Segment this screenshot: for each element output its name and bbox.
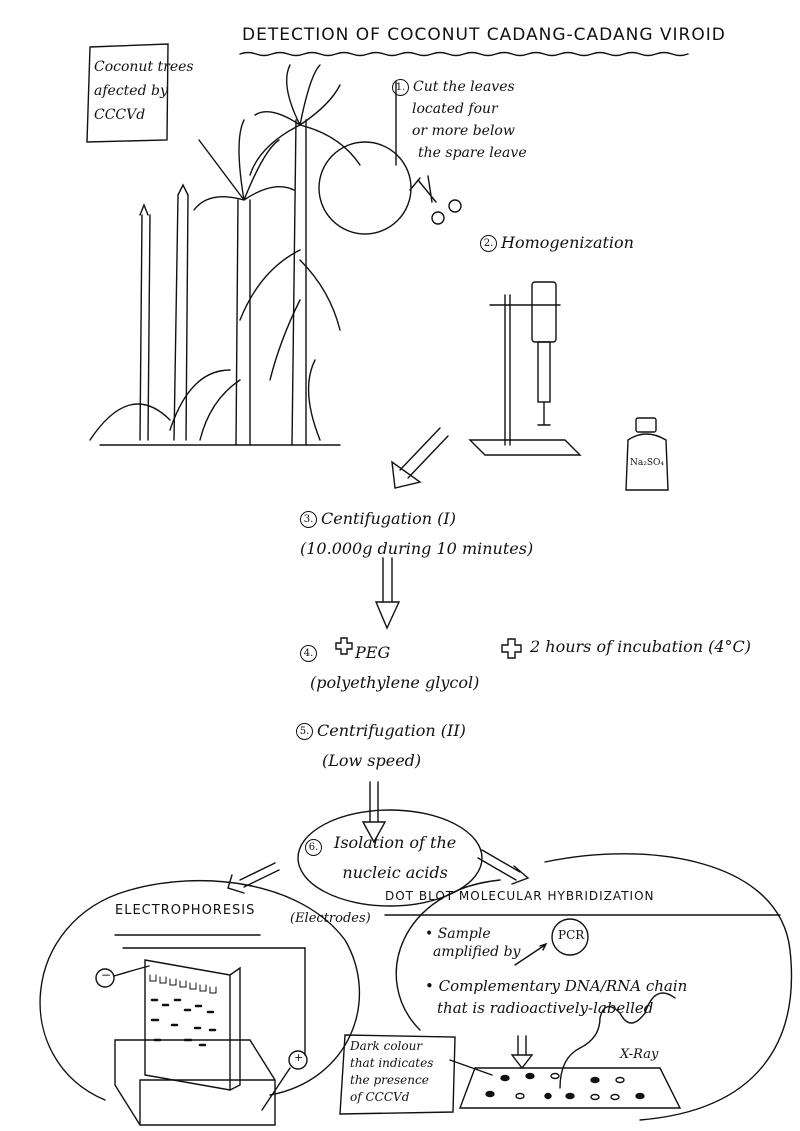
arrow-to-dot-blot bbox=[477, 849, 530, 885]
step4-incubation: 2 hours of incubation (4°C) bbox=[530, 637, 752, 656]
electrodes-label: (Electrodes) bbox=[290, 911, 371, 926]
step6-text: Isolation of the nucleic acids bbox=[334, 828, 456, 888]
step6-number: 6. bbox=[305, 838, 326, 856]
step2-text: 2.Homogenization bbox=[480, 233, 634, 252]
diagram-title: DETECTION OF COCONUT CADANG-CADANG VIROI… bbox=[242, 25, 726, 45]
step-number: 5. bbox=[296, 723, 313, 740]
trees-label: Coconut trees afected by CCCVd bbox=[94, 55, 194, 127]
step-number: 2. bbox=[480, 235, 497, 252]
dark-colour-note: Dark colour that indicates the presence … bbox=[350, 1038, 433, 1106]
scissors-icon bbox=[409, 175, 437, 203]
bullet-text: that is radioactively-labelled bbox=[437, 999, 654, 1017]
trees-label-line: CCCVd bbox=[94, 107, 146, 123]
step4-peg: PEG bbox=[355, 643, 391, 662]
minus-electrode-circle bbox=[95, 968, 115, 988]
step6-line: nucleic acids bbox=[342, 863, 448, 882]
trees-label-line: Coconut trees bbox=[94, 59, 194, 75]
pcr-circle bbox=[551, 918, 589, 956]
electrophoresis-title: ELECTROPHORESIS bbox=[115, 903, 256, 918]
dot-blot-bullet2: • Complementary DNA/RNA chain that is ra… bbox=[425, 977, 688, 1017]
coconut-trees-illustration bbox=[89, 64, 361, 446]
isolation-ellipse bbox=[297, 809, 483, 907]
arrow-to-electrophoresis bbox=[227, 862, 280, 894]
step4-peg-detail: (polyethylene glycol) bbox=[310, 673, 480, 692]
step1-line: located four bbox=[412, 101, 498, 117]
step1-line: the spare leave bbox=[418, 145, 527, 161]
arrow-to-membrane bbox=[510, 1035, 534, 1070]
arrow-to-step6 bbox=[361, 781, 387, 844]
dark-note-box bbox=[339, 1034, 456, 1115]
step-number: 1. bbox=[392, 78, 409, 96]
step4-text: 4. PEG (polyethylene glycol) bbox=[300, 638, 479, 698]
title-underline bbox=[239, 51, 689, 57]
trees-label-box bbox=[86, 43, 169, 143]
na2so4-bottle-icon bbox=[625, 417, 669, 491]
electrophoresis-ellipse bbox=[39, 879, 360, 1101]
pcr-label: PCR bbox=[558, 928, 585, 942]
arrow-to-step4 bbox=[374, 557, 401, 630]
step1-line: or more below bbox=[412, 123, 515, 139]
step6-line: Isolation of the bbox=[334, 833, 457, 852]
bullet-text: amplified by bbox=[433, 944, 521, 960]
step-number: 4. bbox=[300, 645, 317, 662]
plus-icon-incubation bbox=[501, 638, 522, 659]
note-line: the presence bbox=[350, 1073, 429, 1087]
step5-detail: (Low speed) bbox=[322, 751, 422, 770]
blot-dots bbox=[485, 1072, 645, 1101]
bottle-label: Na₂SO₄ bbox=[630, 458, 665, 468]
plus-icon-peg bbox=[335, 637, 353, 655]
plus-electrode-circle bbox=[288, 1050, 308, 1070]
step-number: 3. bbox=[300, 511, 317, 528]
step-number: 6. bbox=[305, 838, 322, 856]
arrow-to-step3 bbox=[391, 427, 449, 489]
homogenizer-illustration bbox=[468, 281, 582, 456]
trees-label-line: afected by bbox=[94, 83, 168, 99]
note-line: that indicates bbox=[350, 1056, 434, 1070]
step3-label: Centifugation (I) bbox=[321, 509, 456, 528]
xray-label: X-Ray bbox=[620, 1047, 659, 1062]
x-ray-wave bbox=[559, 992, 676, 1089]
dot-blot-ellipse bbox=[395, 853, 793, 1121]
step3-detail: (10.000g during 10 minutes) bbox=[300, 539, 534, 558]
bullet-text: Complementary DNA/RNA chain bbox=[438, 977, 688, 995]
dot-blot-title: DOT BLOT MOLECULAR HYBRIDIZATION bbox=[385, 889, 655, 903]
step2-label: Homogenization bbox=[501, 233, 634, 252]
step5-text: 5.Centrifugation (II) (Low speed) bbox=[296, 716, 466, 776]
minus-electrode-label: − bbox=[101, 968, 112, 982]
note-line: Dark colour bbox=[350, 1039, 423, 1053]
step3-text: 3.Centifugation (I) (10.000g during 10 m… bbox=[300, 504, 533, 564]
dot-blot-bullet1: • Sample amplified by bbox=[425, 926, 521, 960]
gel-electrophoresis-apparatus bbox=[114, 959, 276, 1126]
blot-membrane bbox=[458, 1067, 682, 1109]
plus-electrode-label: + bbox=[294, 1051, 304, 1064]
note-line: of CCCVd bbox=[350, 1090, 410, 1104]
step1-text: 1.Cut the leaves located four or more be… bbox=[392, 76, 527, 164]
step5-label: Centrifugation (II) bbox=[317, 721, 466, 740]
bullet-text: Sample bbox=[437, 926, 491, 942]
step1-line: Cut the leaves bbox=[413, 79, 515, 95]
